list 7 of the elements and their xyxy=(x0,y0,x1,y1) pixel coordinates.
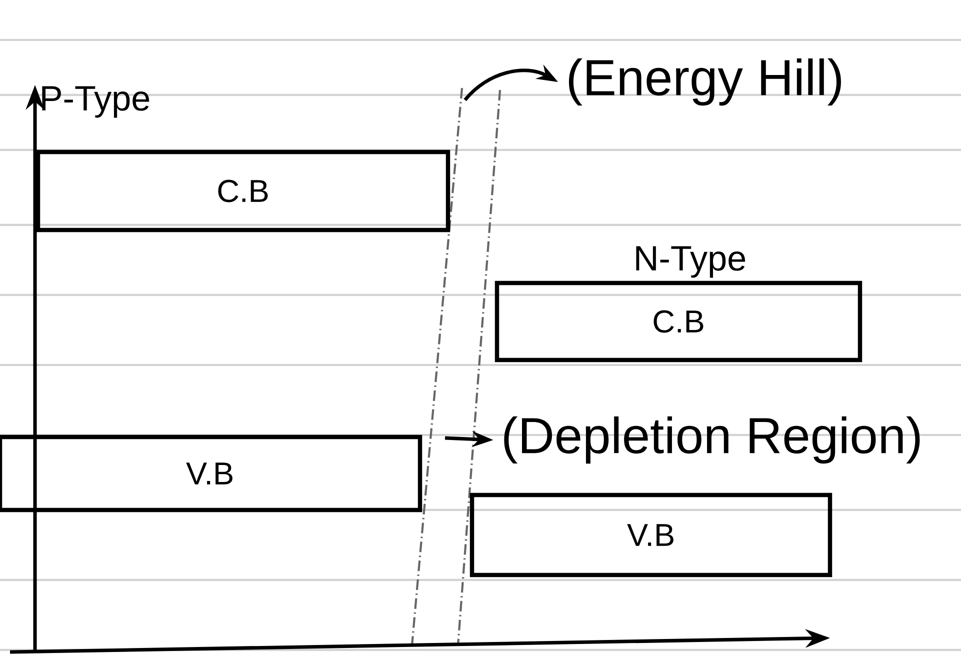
annotation-text: (Energy Hill) xyxy=(568,58,841,106)
energy-band-box: C.B xyxy=(36,150,450,232)
energy-band-box: V.B xyxy=(0,434,422,512)
energy-band-box: V.B xyxy=(470,492,832,578)
region-label: P-Type xyxy=(42,86,150,118)
annotation-text: (Depletion Region) xyxy=(504,416,920,464)
energy-band-box: C.B xyxy=(494,280,862,362)
